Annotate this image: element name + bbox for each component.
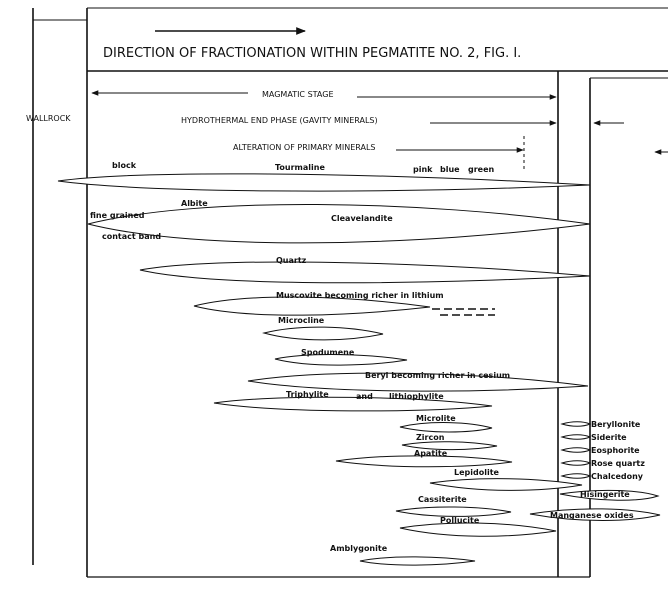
- beryl-lens: [247, 372, 589, 392]
- label-green: green: [468, 165, 495, 174]
- label-manganese: Manganese oxides: [550, 511, 634, 520]
- label-cassiterite: Cassiterite: [418, 495, 467, 504]
- label-quartz: Quartz: [276, 256, 307, 265]
- label-muscovite: Muscovite becoming richer in lithium: [276, 291, 444, 300]
- late-mineral-marks: [529, 421, 661, 521]
- tourmaline-lens: [57, 173, 591, 192]
- label-pink: pink: [413, 165, 433, 174]
- label-albite: Albite: [181, 199, 208, 208]
- label-triphylite: Triphylite: [286, 390, 329, 399]
- label-cleavelandite: Cleavelandite: [331, 214, 393, 223]
- label-beryllonite: Beryllonite: [591, 420, 641, 429]
- hydrothermal-stage-arrow: HYDROTHERMAL END PHASE (GAVITY MINERALS): [181, 116, 557, 126]
- wallrock-label: WALLROCK: [26, 114, 71, 123]
- hisingerite-mark: [559, 489, 660, 501]
- label-blue: blue: [440, 165, 460, 174]
- label-lithiophylite: lithiophylite: [389, 392, 444, 401]
- rosequartz-mark: [560, 460, 592, 466]
- chalcedony-mark: [560, 473, 592, 479]
- label-eosphorite: Eosphorite: [591, 446, 640, 455]
- label-chalcedony: Chalcedony: [591, 472, 644, 481]
- label-fine-grained: fine grained: [90, 211, 145, 220]
- spodumene-lens: [274, 354, 408, 366]
- microcline-lens: [262, 326, 384, 341]
- eosphorite-mark: [560, 447, 592, 453]
- microlite-lens: [399, 422, 493, 433]
- muscovite-lens: [193, 296, 431, 316]
- label-pollucite: Pollucite: [440, 516, 480, 525]
- label-apatite: Apatite: [414, 449, 448, 458]
- label-and: and: [356, 392, 373, 401]
- label-amblygonite: Amblygonite: [330, 544, 388, 553]
- pollucite-lens: [399, 522, 557, 537]
- label-tourmaline: Tourmaline: [275, 163, 325, 172]
- label-zircon: Zircon: [416, 433, 445, 442]
- page-title: DIRECTION OF FRACTIONATION WITHIN PEGMAT…: [103, 46, 521, 61]
- quartz-lens: [139, 261, 591, 284]
- manganese-mark: [529, 508, 661, 521]
- label-hisingerite: Hisingerite: [580, 490, 630, 499]
- label-block: block: [112, 161, 137, 170]
- mineral-lenses: [57, 173, 591, 566]
- svg-text:MAGMATIC STAGE: MAGMATIC STAGE: [262, 90, 334, 99]
- label-contact-band: contact band: [102, 232, 161, 241]
- label-siderite: Siderite: [591, 433, 627, 442]
- albite-lens: [87, 203, 591, 244]
- label-spodumene: Spodumene: [301, 348, 355, 357]
- svg-text:ALTERATION OF PRIMARY MINERALS: ALTERATION OF PRIMARY MINERALS: [233, 143, 376, 152]
- label-microcline: Microcline: [278, 316, 325, 325]
- magmatic-stage-arrow: MAGMATIC STAGE: [91, 90, 557, 100]
- cassiterite-lens: [395, 506, 512, 517]
- triphylite-lens: [213, 396, 493, 412]
- zircon-lens: [401, 441, 498, 451]
- siderite-mark: [560, 434, 592, 440]
- apatite-lens: [335, 455, 513, 468]
- label-rosequartz: Rose quartz: [591, 459, 645, 468]
- lepidolite-lens: [429, 478, 583, 491]
- diagram-frame: [32, 7, 668, 578]
- mineral-labels: block Tourmaline pink blue green Albite …: [90, 161, 645, 553]
- amblygonite-lens: [359, 556, 476, 566]
- label-microlite: Microlite: [416, 414, 456, 423]
- beryllonite-mark: [560, 421, 592, 427]
- alteration-stage-arrow: ALTERATION OF PRIMARY MINERALS: [233, 136, 525, 172]
- label-lepidolite: Lepidolite: [454, 468, 500, 477]
- svg-text:HYDROTHERMAL END PHASE (GAVITY: HYDROTHERMAL END PHASE (GAVITY MINERALS): [181, 116, 378, 125]
- label-beryl: Beryl becoming richer in cesium: [365, 371, 510, 380]
